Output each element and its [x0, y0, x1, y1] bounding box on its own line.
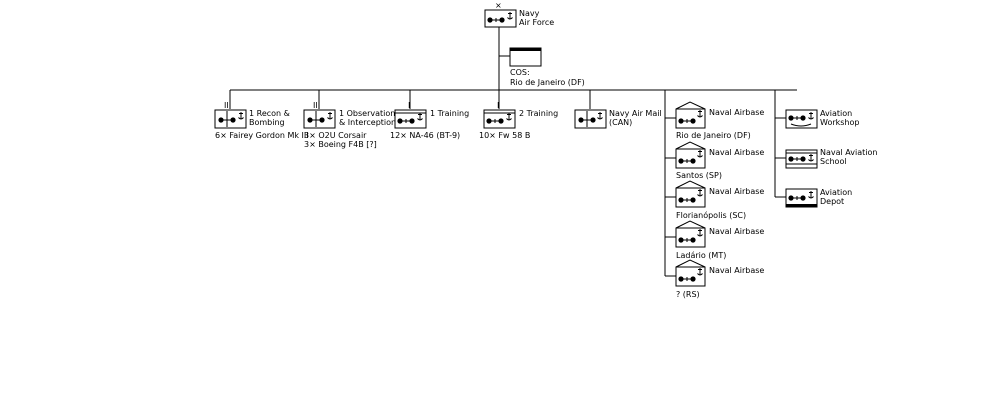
unit-name-line1: 1 Observation — [339, 109, 395, 118]
airbase-location: Santos (SP) — [676, 171, 722, 180]
unit-name-line1: 2 Training — [519, 109, 558, 118]
support-name-line2: Depot — [820, 197, 844, 206]
cos-label-line2: Rio de Janeiro (DF) — [510, 78, 585, 87]
airbase-location: ? (RS) — [676, 290, 700, 299]
support-name-line2: School — [820, 157, 847, 166]
support-name-line1: Naval Aviation — [820, 148, 877, 157]
support-name-line1: Aviation — [820, 188, 852, 197]
cos-band — [510, 48, 541, 51]
unit-size-mark: III — [224, 101, 231, 110]
airbase-box — [675, 141, 706, 169]
aviation-icon — [787, 155, 807, 163]
airbase-name: Naval Airbase — [709, 108, 764, 117]
aviation-icon — [787, 114, 807, 122]
airbase-ladario: Naval Airbase Ladário (MT) — [675, 220, 764, 260]
connector-lines — [229, 27, 797, 277]
unit-1-training: I 1 Training 12× NA-46 (BT-9) — [390, 101, 469, 140]
support-name-line2: Workshop — [820, 118, 859, 127]
unit-name-line1: 1 Recon & — [249, 109, 290, 118]
unit-name-line2: & Interception — [339, 118, 396, 127]
unit-name-line1: 1 Training — [430, 109, 469, 118]
unit-box — [303, 109, 336, 129]
aviation-icon — [677, 117, 697, 125]
airbase-box — [675, 220, 706, 248]
unit-size-mark: I — [408, 101, 410, 110]
support-naval-aviation-school: Naval Aviation School — [785, 148, 877, 169]
hq-navy-air-force: × Navy Air Force — [484, 1, 554, 28]
cos-label-line1: COS: — [510, 68, 530, 77]
support-aviation-depot: Aviation Depot — [785, 188, 852, 208]
aviation-icon — [485, 117, 505, 125]
aviation-icon — [677, 157, 697, 165]
airbase-box — [675, 101, 706, 129]
unit-name-line1: Navy Air Mail — [609, 109, 662, 118]
aviation-icon — [677, 275, 697, 283]
hq-size-mark: × — [495, 1, 502, 10]
cos-headquarters: COS: Rio de Janeiro (DF) — [509, 47, 585, 87]
unit-2-training: I 2 Training 10× Fw 58 B — [479, 101, 558, 140]
support-name-line1: Aviation — [820, 109, 852, 118]
aviation-icon — [677, 236, 697, 244]
unit-equipment-line1: 6× Fairey Gordon Mk III — [215, 131, 309, 140]
airbase-florianopolis: Naval Airbase Florianópolis (SC) — [675, 180, 764, 220]
hq-label-line2: Air Force — [519, 18, 554, 27]
aviation-icon — [787, 194, 807, 202]
unit-box — [214, 109, 247, 129]
hq-label-line1: Navy — [519, 9, 540, 18]
airbase-location: Florianópolis (SC) — [676, 210, 746, 220]
unit-equipment-line1: 3× O2U Corsair — [304, 131, 367, 140]
airbase-santos: Naval Airbase Santos (SP) — [675, 141, 764, 180]
airbase-location: Rio de Janeiro (DF) — [676, 131, 751, 140]
unit-navy-air-mail: Navy Air Mail (CAN) — [574, 109, 662, 129]
unit-equipment-line1: 10× Fw 58 B — [479, 131, 530, 140]
unit-name-line2: (CAN) — [609, 118, 632, 127]
aviation-icon — [396, 117, 416, 125]
unit-box — [574, 109, 607, 129]
airbase-name: Naval Airbase — [709, 148, 764, 157]
airbase-name: Naval Airbase — [709, 266, 764, 275]
unit-recon-bombing: III 1 Recon & Bombing 6× Fairey Gordon M… — [214, 101, 309, 140]
airbase-name: Naval Airbase — [709, 227, 764, 236]
depot-band — [786, 204, 817, 207]
unit-name-line2: Bombing — [249, 118, 285, 127]
airbase-box — [675, 259, 706, 287]
airbase-box — [675, 180, 706, 208]
aviation-icon — [486, 16, 506, 24]
unit-equipment-line2: 3× Boeing F4B [?] — [304, 140, 377, 149]
support-aviation-workshop: Aviation Workshop — [785, 109, 859, 129]
airbase-location: Ladário (MT) — [676, 251, 726, 260]
unit-size-mark: I — [497, 101, 499, 110]
aviation-icon — [677, 196, 697, 204]
unit-observation-interception: III 1 Observation & Interception 3× O2U … — [303, 101, 396, 149]
airbase-rs: Naval Airbase ? (RS) — [675, 259, 764, 299]
wrench-icon — [790, 123, 812, 127]
unit-size-mark: III — [313, 101, 320, 110]
airbase-name: Naval Airbase — [709, 187, 764, 196]
airbase-rio: Naval Airbase Rio de Janeiro (DF) — [675, 101, 764, 140]
unit-equipment-line1: 12× NA-46 (BT-9) — [390, 131, 460, 140]
